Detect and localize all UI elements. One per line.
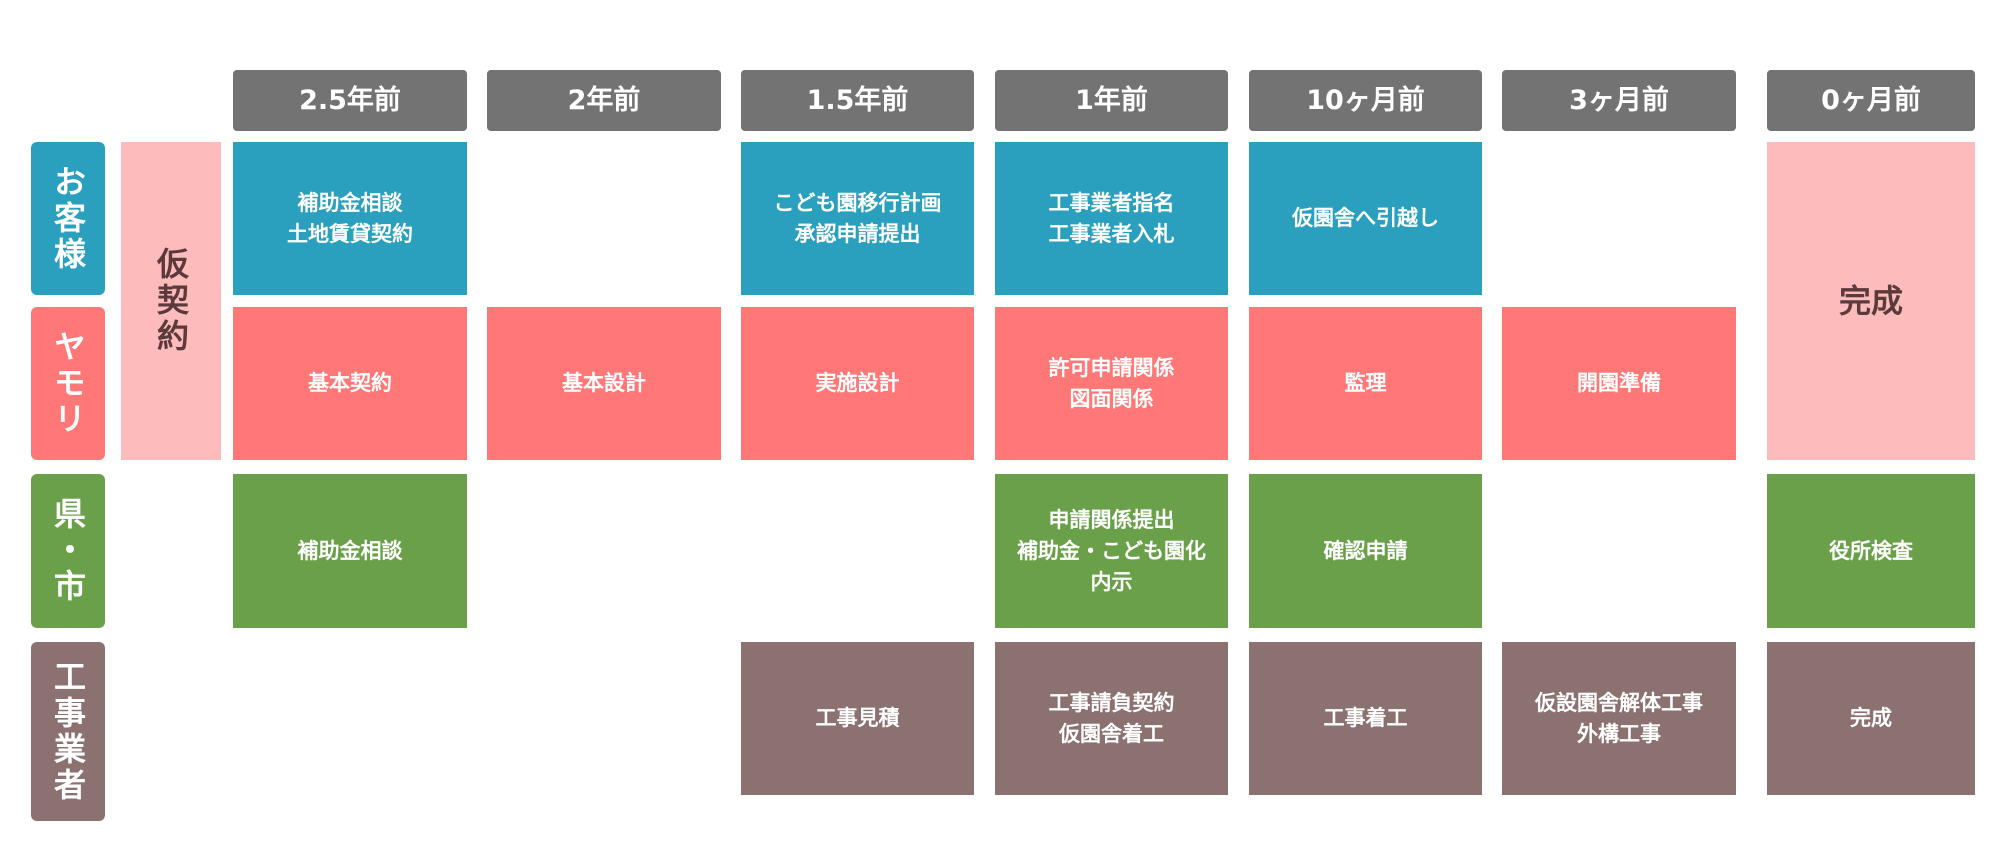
cell-contractor-10m: 工事着工 xyxy=(1249,642,1482,795)
cell-yamori-10m: 監理 xyxy=(1249,307,1482,460)
header-0-months: 0ヶ月前 xyxy=(1767,70,1975,131)
cell-customer-1-5y: こども園移行計画 承認申請提出 xyxy=(741,142,974,295)
header-2-years: 2年前 xyxy=(487,70,721,131)
provisional-contract: 仮契約 xyxy=(121,142,221,460)
header-2-5-years: 2.5年前 xyxy=(233,70,467,131)
completion-big: 完成 xyxy=(1767,142,1975,460)
header-10-months: 10ヶ月前 xyxy=(1249,70,1482,131)
header-3-months: 3ヶ月前 xyxy=(1502,70,1736,131)
cell-yamori-2-5y: 基本契約 xyxy=(233,307,467,460)
cell-government-0m: 役所検査 xyxy=(1767,474,1975,628)
cell-contractor-0m: 完成 xyxy=(1767,642,1975,795)
cell-government-10m: 確認申請 xyxy=(1249,474,1482,628)
cell-contractor-1-5y: 工事見積 xyxy=(741,642,974,795)
header-1-year: 1年前 xyxy=(995,70,1228,131)
cell-government-2-5y: 補助金相談 xyxy=(233,474,467,628)
row-label-yamori: ヤモリ xyxy=(31,307,105,460)
row-label-customer: お客様 xyxy=(31,142,105,295)
header-1-5-years: 1.5年前 xyxy=(741,70,974,131)
cell-yamori-3m: 開園準備 xyxy=(1502,307,1736,460)
cell-customer-2-5y: 補助金相談 土地賃貸契約 xyxy=(233,142,467,295)
cell-yamori-2y: 基本設計 xyxy=(487,307,721,460)
cell-yamori-1y: 許可申請関係 図面関係 xyxy=(995,307,1228,460)
cell-government-1y: 申請関係提出 補助金・こども園化 内示 xyxy=(995,474,1228,628)
cell-yamori-1-5y: 実施設計 xyxy=(741,307,974,460)
cell-customer-10m: 仮園舎へ引越し xyxy=(1249,142,1482,295)
cell-customer-1y: 工事業者指名 工事業者入札 xyxy=(995,142,1228,295)
row-label-government: 県・市 xyxy=(31,474,105,628)
row-label-contractor: 工事業者 xyxy=(31,642,105,821)
cell-contractor-3m: 仮設園舎解体工事 外構工事 xyxy=(1502,642,1736,795)
cell-contractor-1y: 工事請負契約 仮園舎着工 xyxy=(995,642,1228,795)
